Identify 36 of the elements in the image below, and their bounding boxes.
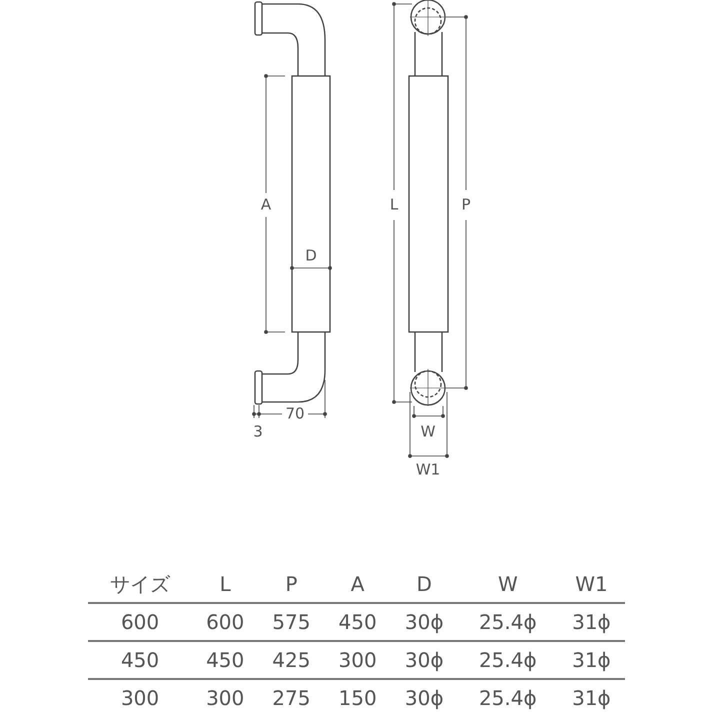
- dimension-label: W: [420, 424, 436, 440]
- table-cell: 25.4ϕ: [458, 641, 558, 679]
- table-cell: 575: [258, 603, 324, 641]
- dimension-label: 3: [253, 424, 263, 440]
- column-header: サイズ: [88, 566, 192, 603]
- table-cell: 300: [192, 679, 258, 713]
- dimension-label: P: [461, 198, 471, 212]
- table-cell: 30ϕ: [390, 641, 458, 679]
- column-header: D: [390, 566, 458, 603]
- table-cell: 30ϕ: [390, 603, 458, 641]
- table-cell: 600: [88, 603, 192, 641]
- table-cell: 150: [324, 679, 391, 713]
- table-cell: 31ϕ: [558, 641, 625, 679]
- column-header: L: [192, 566, 258, 603]
- table-cell: 450: [192, 641, 258, 679]
- table-cell: 450: [88, 641, 192, 679]
- table-cell: 275: [258, 679, 324, 713]
- table-cell: 31ϕ: [558, 679, 625, 713]
- column-header: W: [458, 566, 558, 603]
- dimension-label: D: [305, 248, 317, 264]
- table-cell: 25.4ϕ: [458, 679, 558, 713]
- table-cell: 450: [324, 603, 391, 641]
- dimension-label: W1: [416, 462, 440, 478]
- column-header: W1: [558, 566, 625, 603]
- table-cell: 425: [258, 641, 324, 679]
- table-cell: 30ϕ: [390, 679, 458, 713]
- column-header: P: [258, 566, 324, 603]
- table-cell: 600: [192, 603, 258, 641]
- dimension-label: A: [260, 198, 272, 212]
- dimension-label: L: [390, 198, 398, 212]
- column-header: A: [324, 566, 391, 603]
- dimension-label: 70: [285, 406, 305, 422]
- table-cell: 300: [324, 641, 391, 679]
- table-cell: 31ϕ: [558, 603, 625, 641]
- table-cell: 25.4ϕ: [458, 603, 558, 641]
- table-cell: 300: [88, 679, 192, 713]
